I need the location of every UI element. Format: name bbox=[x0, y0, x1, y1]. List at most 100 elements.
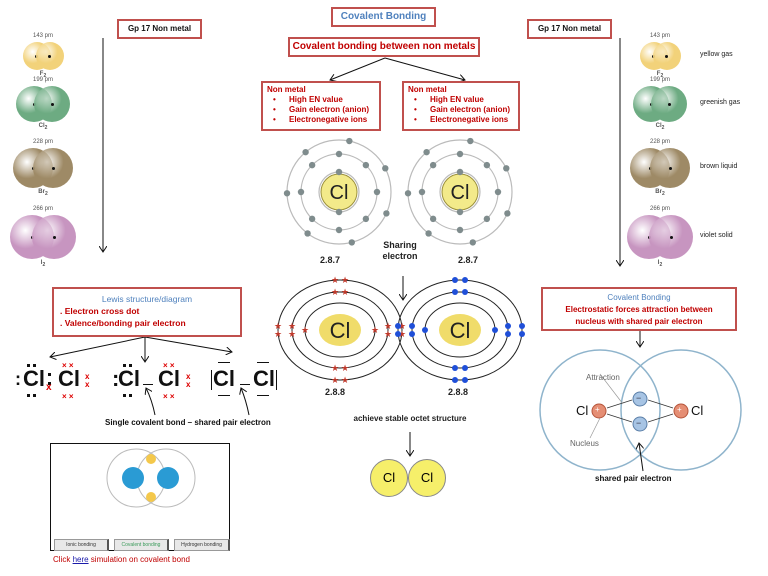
simulation-caption: Click here simulation on covalent bond bbox=[53, 555, 190, 564]
molecule-atom-left: Cl bbox=[370, 459, 408, 497]
nucleus-symbol: Cl bbox=[451, 182, 470, 204]
electron bbox=[302, 148, 309, 156]
lewis-box: Lewis structure/diagram . Electron cross… bbox=[52, 287, 242, 337]
electron-shell bbox=[397, 279, 523, 381]
bond-pointer-1 bbox=[146, 388, 156, 416]
config-right-after: 2.8.8 bbox=[447, 387, 469, 397]
electron bbox=[362, 161, 370, 169]
chlorine-atom-after: Cl bbox=[395, 277, 525, 383]
physical-state-label: yellow gas bbox=[700, 51, 733, 58]
arrow-to-left-box bbox=[330, 57, 386, 80]
electron bbox=[425, 230, 432, 237]
electron: ★ bbox=[341, 287, 349, 297]
electron bbox=[304, 230, 311, 237]
halogen-atom bbox=[649, 215, 693, 259]
group-label-left: Gp 17 Non metal bbox=[117, 19, 202, 39]
electron bbox=[297, 188, 305, 196]
shared-pointer bbox=[639, 443, 643, 472]
nonmetal-heading: Non metal bbox=[408, 85, 447, 94]
halogen-atom bbox=[651, 86, 687, 122]
electron bbox=[418, 188, 426, 196]
electron bbox=[429, 161, 437, 169]
nonmetal-item: Electronegative ions bbox=[414, 115, 514, 125]
electron bbox=[467, 137, 474, 145]
electron: ★ bbox=[331, 287, 339, 297]
octet-label: achieve stable octet structure bbox=[353, 414, 467, 423]
bond-length-label: 228 pm bbox=[649, 139, 670, 145]
electron bbox=[452, 277, 458, 283]
electron bbox=[492, 327, 498, 333]
simulation-preview[interactable]: Ionic bonding Covalent bonding Hydrogen … bbox=[50, 443, 230, 551]
sim-button-ionic[interactable]: Ionic bonding bbox=[54, 539, 109, 551]
electron bbox=[456, 208, 464, 216]
plus-icon: + bbox=[677, 405, 682, 414]
nucleus-right bbox=[673, 403, 689, 419]
electron: ★ bbox=[288, 329, 296, 339]
sim-button-covalent[interactable]: Covalent bonding bbox=[114, 539, 169, 551]
nucleus bbox=[439, 314, 481, 346]
lewis-arrow-left bbox=[50, 336, 146, 357]
nonmetal-item: High EN value bbox=[273, 95, 375, 105]
atom-shell-left bbox=[539, 349, 661, 471]
molecule-atom-right: Cl bbox=[408, 459, 446, 497]
electron-shell bbox=[291, 291, 389, 369]
electron bbox=[462, 377, 468, 383]
shared-electron-top bbox=[632, 391, 648, 407]
formula-label: I2 bbox=[40, 260, 46, 269]
nonmetal-box-right: Non metal High EN value Gain electron (a… bbox=[402, 81, 520, 131]
electron bbox=[462, 277, 468, 283]
lewis-title: Lewis structure/diagram bbox=[101, 294, 193, 304]
electron bbox=[409, 331, 415, 337]
sim-button-hydrogen[interactable]: Hydrogen bonding bbox=[174, 539, 230, 551]
bond-line bbox=[240, 384, 250, 385]
formula-label: F2 bbox=[39, 71, 47, 80]
electron bbox=[456, 226, 464, 234]
electron bbox=[348, 239, 356, 246]
attraction-label: Attraction bbox=[586, 373, 620, 382]
electron bbox=[462, 289, 468, 295]
electron bbox=[483, 215, 491, 223]
halogen-atom bbox=[650, 148, 690, 188]
electron bbox=[462, 365, 468, 371]
electron bbox=[469, 239, 477, 246]
chlorine-atom-before: Cl bbox=[404, 137, 513, 246]
electron: ★ bbox=[331, 275, 339, 285]
simulation-link[interactable]: here bbox=[72, 555, 89, 564]
formula-label: I2 bbox=[657, 260, 663, 269]
electrostatic-box: Covalent Bonding Electrostatic forces at… bbox=[541, 287, 737, 331]
electron bbox=[483, 161, 491, 169]
electron: ★ bbox=[371, 325, 379, 335]
bond-length-label: 199 pm bbox=[32, 77, 53, 83]
electron bbox=[362, 215, 370, 223]
lewis-atom: Cl bbox=[253, 366, 275, 391]
lewis-atom: Cl bbox=[23, 366, 45, 391]
group-label-right: Gp 17 Non metal bbox=[527, 19, 612, 39]
lewis-arrow-right bbox=[144, 336, 232, 352]
bond-pointer-2 bbox=[241, 388, 250, 416]
electron bbox=[429, 215, 437, 223]
caption-prefix: Click bbox=[53, 555, 73, 564]
sharing-electron-label: Sharing electron bbox=[382, 240, 418, 261]
lewis-item: . Electron cross dot bbox=[60, 306, 140, 316]
lewis-item: . Valence/bonding pair electron bbox=[60, 318, 186, 328]
electron bbox=[395, 323, 401, 329]
electron bbox=[382, 165, 389, 172]
electron bbox=[308, 215, 316, 223]
nucleus-label: Nucleus bbox=[570, 439, 599, 448]
electron bbox=[409, 323, 415, 329]
electron bbox=[422, 327, 428, 333]
nonmetal-item: Gain electron (anion) bbox=[273, 105, 375, 115]
minus-icon: − bbox=[636, 418, 642, 428]
electron bbox=[373, 188, 381, 196]
cl-label-right: Cl bbox=[691, 403, 704, 418]
formula-label: Cl2 bbox=[655, 123, 665, 132]
electron: ★ bbox=[331, 375, 339, 385]
config-left-after: 2.8.8 bbox=[324, 387, 346, 397]
config-left-before: 2.8.7 bbox=[319, 255, 341, 265]
simulation-graphic bbox=[106, 448, 196, 508]
main-title: Covalent Bonding bbox=[340, 11, 427, 22]
formula-label: Cl2 bbox=[38, 123, 48, 132]
bond-length-label: 266 pm bbox=[649, 206, 670, 212]
